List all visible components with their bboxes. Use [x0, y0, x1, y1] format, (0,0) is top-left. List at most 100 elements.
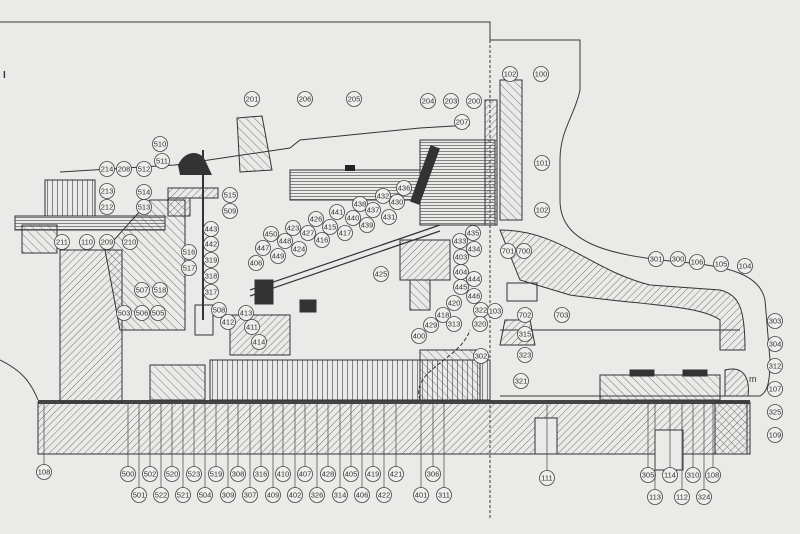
callout-number: 420	[448, 299, 461, 308]
callout-number: 517	[183, 264, 196, 273]
callout-number: 101	[536, 159, 549, 168]
callout-502: 502	[142, 404, 158, 482]
callout-449: 449	[270, 248, 286, 264]
callout-circle	[359, 217, 375, 233]
callout-number: 511	[156, 157, 168, 166]
callout-number: 514	[138, 188, 151, 197]
callout-323: 323	[517, 347, 533, 363]
callout-circle	[164, 466, 180, 482]
callout-circle	[517, 326, 533, 342]
callout-circle	[263, 226, 279, 242]
callout-circle	[79, 234, 95, 250]
callout-424: 424	[291, 241, 307, 257]
callout-401: 401	[413, 404, 429, 503]
callout-circle	[131, 487, 147, 503]
callout-number: 107	[769, 385, 782, 394]
callout-702: 702	[517, 307, 533, 323]
callout-437: 437	[365, 202, 381, 218]
callout-number: 447	[257, 244, 270, 253]
callout-304: 304	[767, 336, 783, 352]
callout-415: 415	[322, 219, 338, 235]
callout-108: 108	[36, 404, 52, 480]
callout-428: 428	[320, 404, 336, 482]
callout-number: 108	[38, 468, 51, 477]
callout-number: 319	[205, 256, 218, 265]
callout-number: 309	[222, 491, 235, 500]
callout-number: 444	[468, 275, 481, 284]
callout-108: 108	[705, 404, 721, 483]
callout-circle	[265, 487, 281, 503]
callout-number: 501	[133, 491, 146, 500]
callout-circle	[539, 470, 555, 486]
callout-number: 523	[188, 470, 201, 479]
callout-circle	[203, 252, 219, 268]
callout-circle	[150, 305, 166, 321]
callout-416: 416	[314, 232, 330, 248]
callout-circle	[99, 199, 115, 215]
callout-number: 507	[136, 286, 149, 295]
callout-302: 302	[473, 348, 489, 364]
callout-number: 200	[468, 97, 481, 106]
callout-number: 205	[348, 95, 361, 104]
callout-number: 106	[691, 258, 704, 267]
callout-425: 425	[373, 266, 389, 282]
callout-circle	[534, 155, 550, 171]
callout-number: 506	[136, 309, 149, 318]
callout-325: 325	[767, 404, 783, 420]
callout-114: 114	[662, 404, 678, 483]
callout-303: 303	[767, 313, 783, 329]
callout-number: 522	[155, 491, 168, 500]
callout-circle	[689, 254, 705, 270]
callout-number: 509	[224, 207, 237, 216]
callout-circle	[423, 317, 439, 333]
callout-circle	[446, 295, 462, 311]
callout-circle	[99, 183, 115, 199]
callout-circle	[534, 202, 550, 218]
callout-number: 404	[455, 268, 468, 277]
callout-number: 401	[415, 491, 428, 500]
callout-513: 513	[136, 199, 152, 215]
left-column-block	[14, 179, 219, 403]
callout-number: 418	[437, 311, 450, 320]
callout-circle	[99, 161, 115, 177]
callout-422: 422	[376, 404, 392, 503]
callout-number: 700	[518, 247, 531, 256]
callout-516: 516	[181, 244, 197, 260]
callout-circle	[767, 404, 783, 420]
callout-210: 210	[122, 234, 138, 250]
callout-number: 303	[769, 317, 782, 326]
callout-circle	[343, 466, 359, 482]
callout-number: 425	[375, 270, 388, 279]
callout-505: 505	[150, 305, 166, 321]
callout-circle	[244, 91, 260, 107]
callout-circle	[554, 307, 570, 323]
callout-circle	[203, 236, 219, 252]
callout-circle	[175, 487, 191, 503]
callout-circle	[116, 161, 132, 177]
callout-703: 703	[554, 307, 570, 323]
callout-number: 113	[649, 493, 661, 502]
callout-number: 428	[322, 470, 335, 479]
callout-circle	[116, 305, 132, 321]
callout-number: 302	[475, 352, 488, 361]
callout-448: 448	[277, 233, 293, 249]
callout-number: 307	[244, 491, 257, 500]
callout-322: 322	[473, 302, 489, 318]
callout-200: 200	[466, 93, 482, 109]
callout-circle	[473, 348, 489, 364]
callout-number: 424	[293, 245, 306, 254]
callout-404: 404	[453, 264, 469, 280]
callout-429: 429	[423, 317, 439, 333]
callout-circle	[244, 319, 260, 335]
callout-circle	[186, 466, 202, 482]
callout-105: 105	[713, 256, 729, 272]
callout-number: 432	[377, 192, 390, 201]
callout-109: 109	[767, 427, 783, 443]
callout-circle	[203, 268, 219, 284]
callout-circle	[208, 466, 224, 482]
callout-511: 511	[154, 153, 170, 169]
callout-number: 427	[302, 229, 315, 238]
callout-number: 435	[467, 229, 480, 238]
callout-number: 313	[448, 320, 461, 329]
